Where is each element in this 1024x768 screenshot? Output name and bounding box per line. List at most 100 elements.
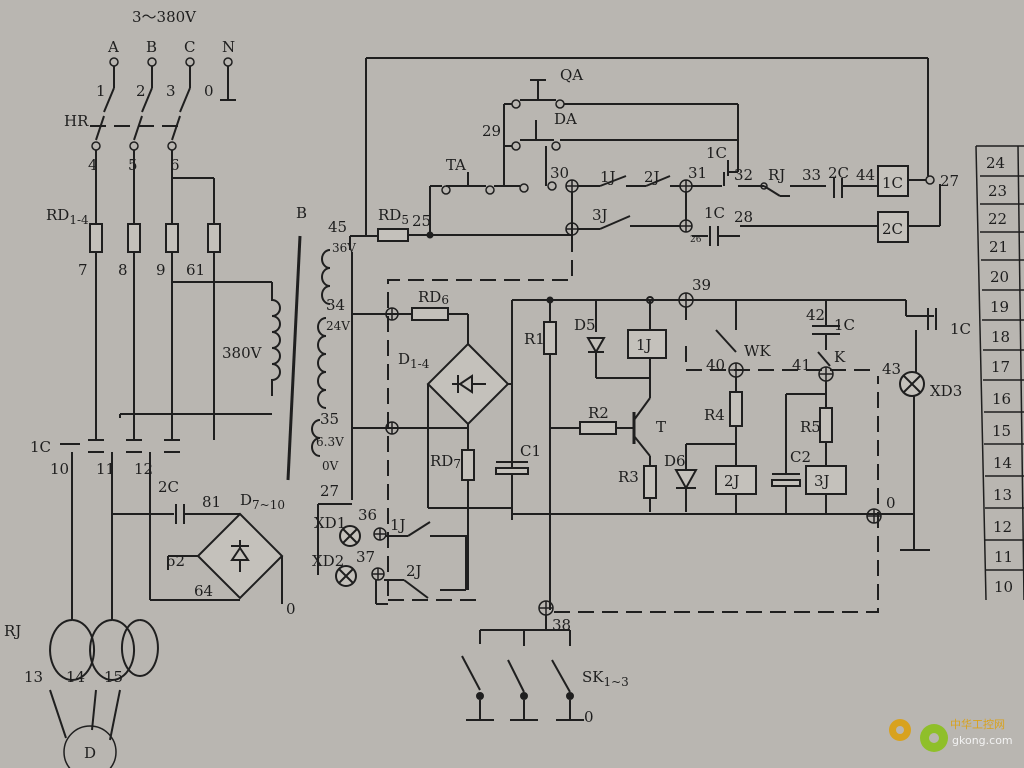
contact-1c-mid: 1C bbox=[704, 204, 725, 222]
phase-1-num: 1 bbox=[96, 82, 106, 100]
zero-label-rail: 0 bbox=[886, 494, 896, 512]
wire-31: 31 bbox=[688, 164, 707, 182]
table-row: 11 bbox=[994, 548, 1013, 566]
phase-n-label: N bbox=[222, 38, 235, 56]
tap-24v: 24V bbox=[326, 319, 350, 333]
bridge-d1-label: D1-4 bbox=[398, 350, 430, 371]
tap-35: 35 bbox=[320, 410, 339, 428]
motor-label: D bbox=[84, 744, 96, 762]
wire-11: 11 bbox=[96, 460, 115, 478]
power-section: 3～380V A B C N 1 2 3 0 HR 4 5 6 bbox=[4, 8, 296, 768]
relay-3j-label: 3J bbox=[814, 472, 830, 490]
transformer-section: B 45 36V 34 24V 35 6.3V 0V 27 bbox=[286, 57, 929, 500]
rd6-label: RD6 bbox=[418, 288, 449, 307]
tap-6.3v: 6.3V bbox=[316, 435, 344, 449]
wk-label: WK bbox=[744, 342, 771, 360]
contact-2c-top: 2C bbox=[828, 164, 849, 182]
table-row: 10 bbox=[994, 578, 1013, 596]
watermark-cn: 中华工控网 bbox=[950, 717, 1005, 731]
tap-27: 27 bbox=[320, 482, 339, 500]
wire-25: 25 bbox=[412, 212, 431, 230]
wire-6: 6 bbox=[170, 156, 180, 174]
wire-12: 12 bbox=[134, 460, 153, 478]
r2-label: R2 bbox=[588, 404, 609, 422]
table-row: 13 bbox=[993, 486, 1012, 504]
rj-contact: RJ bbox=[768, 166, 785, 184]
motor-wire-15: 15 bbox=[104, 668, 123, 686]
c2-label: C2 bbox=[790, 448, 811, 466]
wire-32: 32 bbox=[734, 166, 753, 184]
table-row: 19 bbox=[990, 298, 1009, 316]
relay-1j-label: 1J bbox=[636, 336, 652, 354]
c1-label: C1 bbox=[520, 442, 541, 460]
coil-1c-label: 1C bbox=[882, 174, 903, 192]
motor-wire-14: 14 bbox=[66, 668, 85, 686]
wire-10: 10 bbox=[50, 460, 69, 478]
table-row: 14 bbox=[993, 454, 1012, 472]
table-row: 22 bbox=[988, 210, 1007, 228]
wire-81: 81 bbox=[202, 493, 221, 511]
rd5-label: RD5 bbox=[378, 206, 409, 227]
wire-44: 44 bbox=[856, 166, 875, 184]
wire-42: 42 bbox=[806, 306, 825, 324]
zero-label-sk: 0 bbox=[584, 708, 594, 726]
transistor-label: T bbox=[656, 418, 666, 436]
contact-1c-right: 1C bbox=[950, 320, 971, 338]
wire-41: 41 bbox=[792, 356, 811, 374]
wire-5: 5 bbox=[128, 156, 138, 174]
table-row: 20 bbox=[990, 268, 1009, 286]
relay-2j-label: 2J bbox=[724, 472, 740, 490]
r4-label: R4 bbox=[704, 406, 725, 424]
sk-label: SK1~3 bbox=[582, 668, 629, 689]
phase-b-label: B bbox=[146, 38, 157, 56]
fuse-61: 61 bbox=[186, 261, 205, 279]
d6-label: D6 bbox=[664, 452, 686, 470]
motor-wire-13: 13 bbox=[24, 668, 43, 686]
table-row: 18 bbox=[991, 328, 1010, 346]
wire-28: 28 bbox=[734, 208, 753, 226]
tap-45: 45 bbox=[328, 218, 347, 236]
wire-40: 40 bbox=[706, 356, 725, 374]
fuse-8: 8 bbox=[118, 261, 128, 279]
wire-43: 43 bbox=[882, 360, 901, 378]
table-row: 23 bbox=[988, 182, 1007, 200]
table-row: 24 bbox=[986, 154, 1005, 172]
phase-0-num: 0 bbox=[204, 82, 214, 100]
tap-34: 34 bbox=[326, 296, 345, 314]
transformer-label: B bbox=[296, 204, 307, 222]
contact-2j-lamp: 2J bbox=[406, 562, 422, 580]
table-row: 15 bbox=[992, 422, 1011, 440]
contactor-2c-label: 2C bbox=[158, 478, 179, 496]
switch-hr-label: HR bbox=[64, 112, 89, 130]
contact-1c-42: 1C bbox=[834, 316, 855, 334]
phase-2-num: 2 bbox=[136, 82, 146, 100]
contactor-1c-label: 1C bbox=[30, 438, 51, 456]
phase-3-num: 3 bbox=[166, 82, 176, 100]
fuse-label: RD1-4 bbox=[46, 206, 89, 227]
wire-39: 39 bbox=[692, 276, 711, 294]
phase-c-label: C bbox=[184, 38, 195, 56]
rj-label: RJ bbox=[4, 622, 21, 640]
tap-0v: 0V bbox=[322, 459, 339, 473]
wire-36: 36 bbox=[358, 506, 377, 524]
lamp-xd1-label: XD1 bbox=[314, 514, 346, 532]
lamp-xd2-label: XD2 bbox=[312, 552, 344, 570]
wire-33: 33 bbox=[802, 166, 821, 184]
r1-label: R1 bbox=[524, 330, 545, 348]
zero-label-bridge: 0 bbox=[286, 600, 296, 618]
wire-38: 38 bbox=[552, 616, 571, 634]
table-row: 12 bbox=[993, 518, 1012, 536]
fuse-9: 9 bbox=[156, 261, 166, 279]
indicator-section: XD1 36 1J XD2 37 2J 38 bbox=[312, 503, 629, 726]
r3-label: R3 bbox=[618, 468, 639, 486]
r5-label: R5 bbox=[800, 418, 821, 436]
wire-37: 37 bbox=[356, 548, 375, 566]
wire-27-right: 27 bbox=[940, 172, 959, 190]
wire-29: 29 bbox=[482, 122, 501, 140]
wire-30: 30 bbox=[550, 164, 569, 182]
d5-label: D5 bbox=[574, 316, 596, 334]
coil-2c-label: 2C bbox=[882, 220, 903, 238]
table-row: 21 bbox=[989, 238, 1008, 256]
qa-label: QA bbox=[560, 66, 583, 84]
